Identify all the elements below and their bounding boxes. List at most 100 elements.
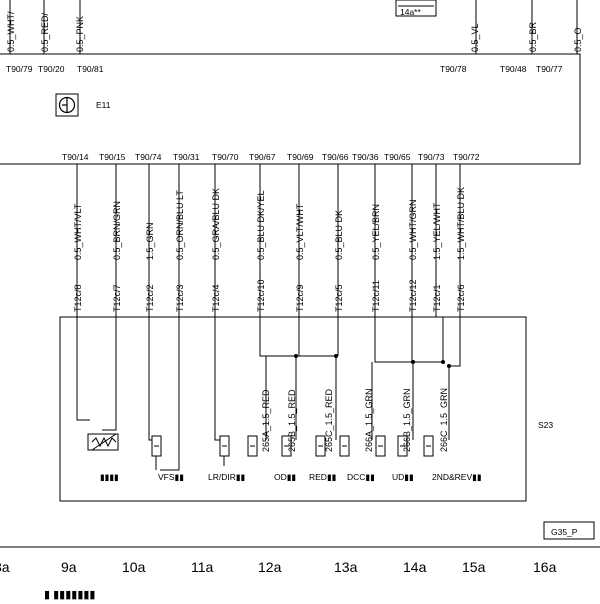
internal-trace [76,317,90,421]
green-bus [374,317,443,363]
connector-pin-label: T12c/1 [432,284,442,312]
pin-label: T90/72 [453,152,480,162]
connector-pin-label: T12c/5 [334,284,344,312]
switch-assembly-box [59,316,527,502]
page-ref-box [543,521,595,540]
jumper-labels: 265A_1.5_RED 265B_1.5_RED 265C_1.5_RED 266A… [261,388,449,452]
switch-position-label: VFS▮▮ [158,472,184,482]
wire-color-label: 1.5_WHT/BLU DK [456,187,466,260]
connector-pin-label: T12c/4 [211,284,221,312]
pin-label: T90/81 [77,64,104,74]
pin-label: T90/73 [418,152,445,162]
wire-color-label: 0.5_VLT/WHT [295,203,305,260]
control-module-box [0,53,581,165]
internal-trace [214,317,225,441]
pin-label: T90/74 [135,152,162,162]
wire-color-label: 0.5_BLU DK [334,210,344,260]
fuse-tag: 14a** [400,7,421,17]
pin-label: T90/77 [536,64,563,74]
pin-label: T90/14 [62,152,89,162]
switch-position-label: 2ND&REV▮▮ [432,472,482,482]
page-ref: G35_P [551,527,578,537]
pin-label: T90/15 [99,152,126,162]
switch-position-label: DCC▮▮ [347,472,375,482]
wire-color-label: 0.5_YEL/BRN [371,204,381,260]
wire-color-label: 0.5_BLU DK/YEL [256,190,266,260]
jumper-label: 266A_1.5_GRN [364,388,374,452]
jumper-label: 266B_1.5_GRN [402,388,412,452]
pin-label: T90/67 [249,152,276,162]
switch-position-label: OD▮▮ [274,472,296,482]
top-wire-labels: 0.5_WHT/0.5_RED/0.5_PNK 0.5_VL 0.5_BR 0.5_O [6,11,583,52]
top-wire-label: 0.5_BR [528,21,538,52]
sensor-slash [91,433,117,451]
grid-column-label: 15a [462,559,486,575]
top-wire-label: 0.5_WHT/ [6,11,16,52]
pin-label: T90/66 [322,152,349,162]
module-name: E11 [96,100,111,110]
switch-internals [76,317,461,471]
switch-position-label: RED▮▮ [309,472,337,482]
switch-position-label: ▮▮▮▮ [100,472,119,482]
harness-wires: 0.5_WHT/VLT T12c/8 0.5_BRN/GRN T12c/7 1.5_GR… [73,164,466,317]
grid-column-label: 12a [258,559,282,575]
switch-labels: ▮▮▮▮ VFS▮▮ LR/DIR▮▮ OD▮▮ RED▮▮ DCC▮▮ UD▮▮ 2ND&R… [100,472,482,482]
lower-pin-labels: T90/14 T90/15 T90/74 T90/31 T90/70 T90/67 T90/… [62,152,480,162]
grid-column-label: 11a [191,559,214,575]
pin-label: T90/78 [440,64,467,74]
grid-columns: 8a9a10a11a12a13a14a15a16a [0,559,557,575]
jumper-label: 265A_1.5_RED [261,389,271,452]
grid-column-label: 16a [533,559,557,575]
fuse-tag-box [395,0,437,17]
wire-color-label: 0.5_WHT/VLT [73,203,83,260]
top-wire-label: 0.5_VL [470,23,480,52]
wire-color-label: 0.5_ORN/BLU LT [175,190,185,260]
connector-pin-label: T12c/11 [371,280,381,312]
connector-pin-label: T12c/7 [112,284,122,312]
sensor-zigzag [91,436,117,448]
bottom-note: ▮ ▮▮▮▮▮▮▮ [44,589,95,601]
wire-color-label: 0.5_GRA/BLU DK [211,188,221,260]
pin-label: T90/70 [212,152,239,162]
jumper-label: 265B_1.5_RED [287,389,297,452]
switch-position-label: UD▮▮ [392,472,414,482]
wire-color-label: 1.5_YEL/WHT [432,202,442,260]
jumper-label: 266C_1.5_GRN [439,388,449,452]
wire-color-label: 0.5_BRN/GRN [112,201,122,260]
grid-column-label: 8a [0,559,10,575]
grid-column-label: 10a [122,559,146,575]
pin-label: T90/69 [287,152,314,162]
grid-column-label: 13a [334,559,358,575]
pin-label: T90/65 [384,152,411,162]
connector-pin-label: T12c/8 [73,284,83,312]
wire-color-label: 0.5_WHT/GRN [408,199,418,260]
pin-label: T90/20 [38,64,65,74]
internal-trace [102,317,117,431]
connector-pin-label: T12c/9 [295,284,305,312]
top-wire-label: 0.5_O [573,27,583,52]
connector-pin-label: T12c/3 [175,284,185,312]
pin-label: T90/36 [352,152,379,162]
junction-dot [441,360,445,364]
ground-symbol-icon [58,96,76,114]
grid-column-label: 9a [61,559,77,575]
component-name: S23 [538,420,553,430]
top-wire-label: 0.5_PNK [75,16,85,52]
green-bus [450,317,461,367]
pin-label: T90/48 [500,64,527,74]
connector-pin-label: T12c/12 [408,279,418,312]
jumper-label: 265C_1.5_RED [324,388,334,452]
wire-color-label: 1.5_GRN [145,222,155,260]
top-wire-label: 0.5_RED/ [40,12,50,52]
switch-position-label: LR/DIR▮▮ [208,472,246,482]
internal-trace [160,317,180,471]
pin-label: T90/31 [173,152,200,162]
connector-pin-label: T12c/2 [145,284,155,312]
pin-label: T90/79 [6,64,33,74]
upper-pin-labels: T90/79 T90/20 T90/81 T90/78 T90/48 T90/77 [6,64,563,74]
internal-trace [148,317,154,441]
connector-pin-label: T12c/6 [456,284,466,312]
connector-pin-label: T12c/10 [256,279,266,312]
red-bus [259,317,266,357]
